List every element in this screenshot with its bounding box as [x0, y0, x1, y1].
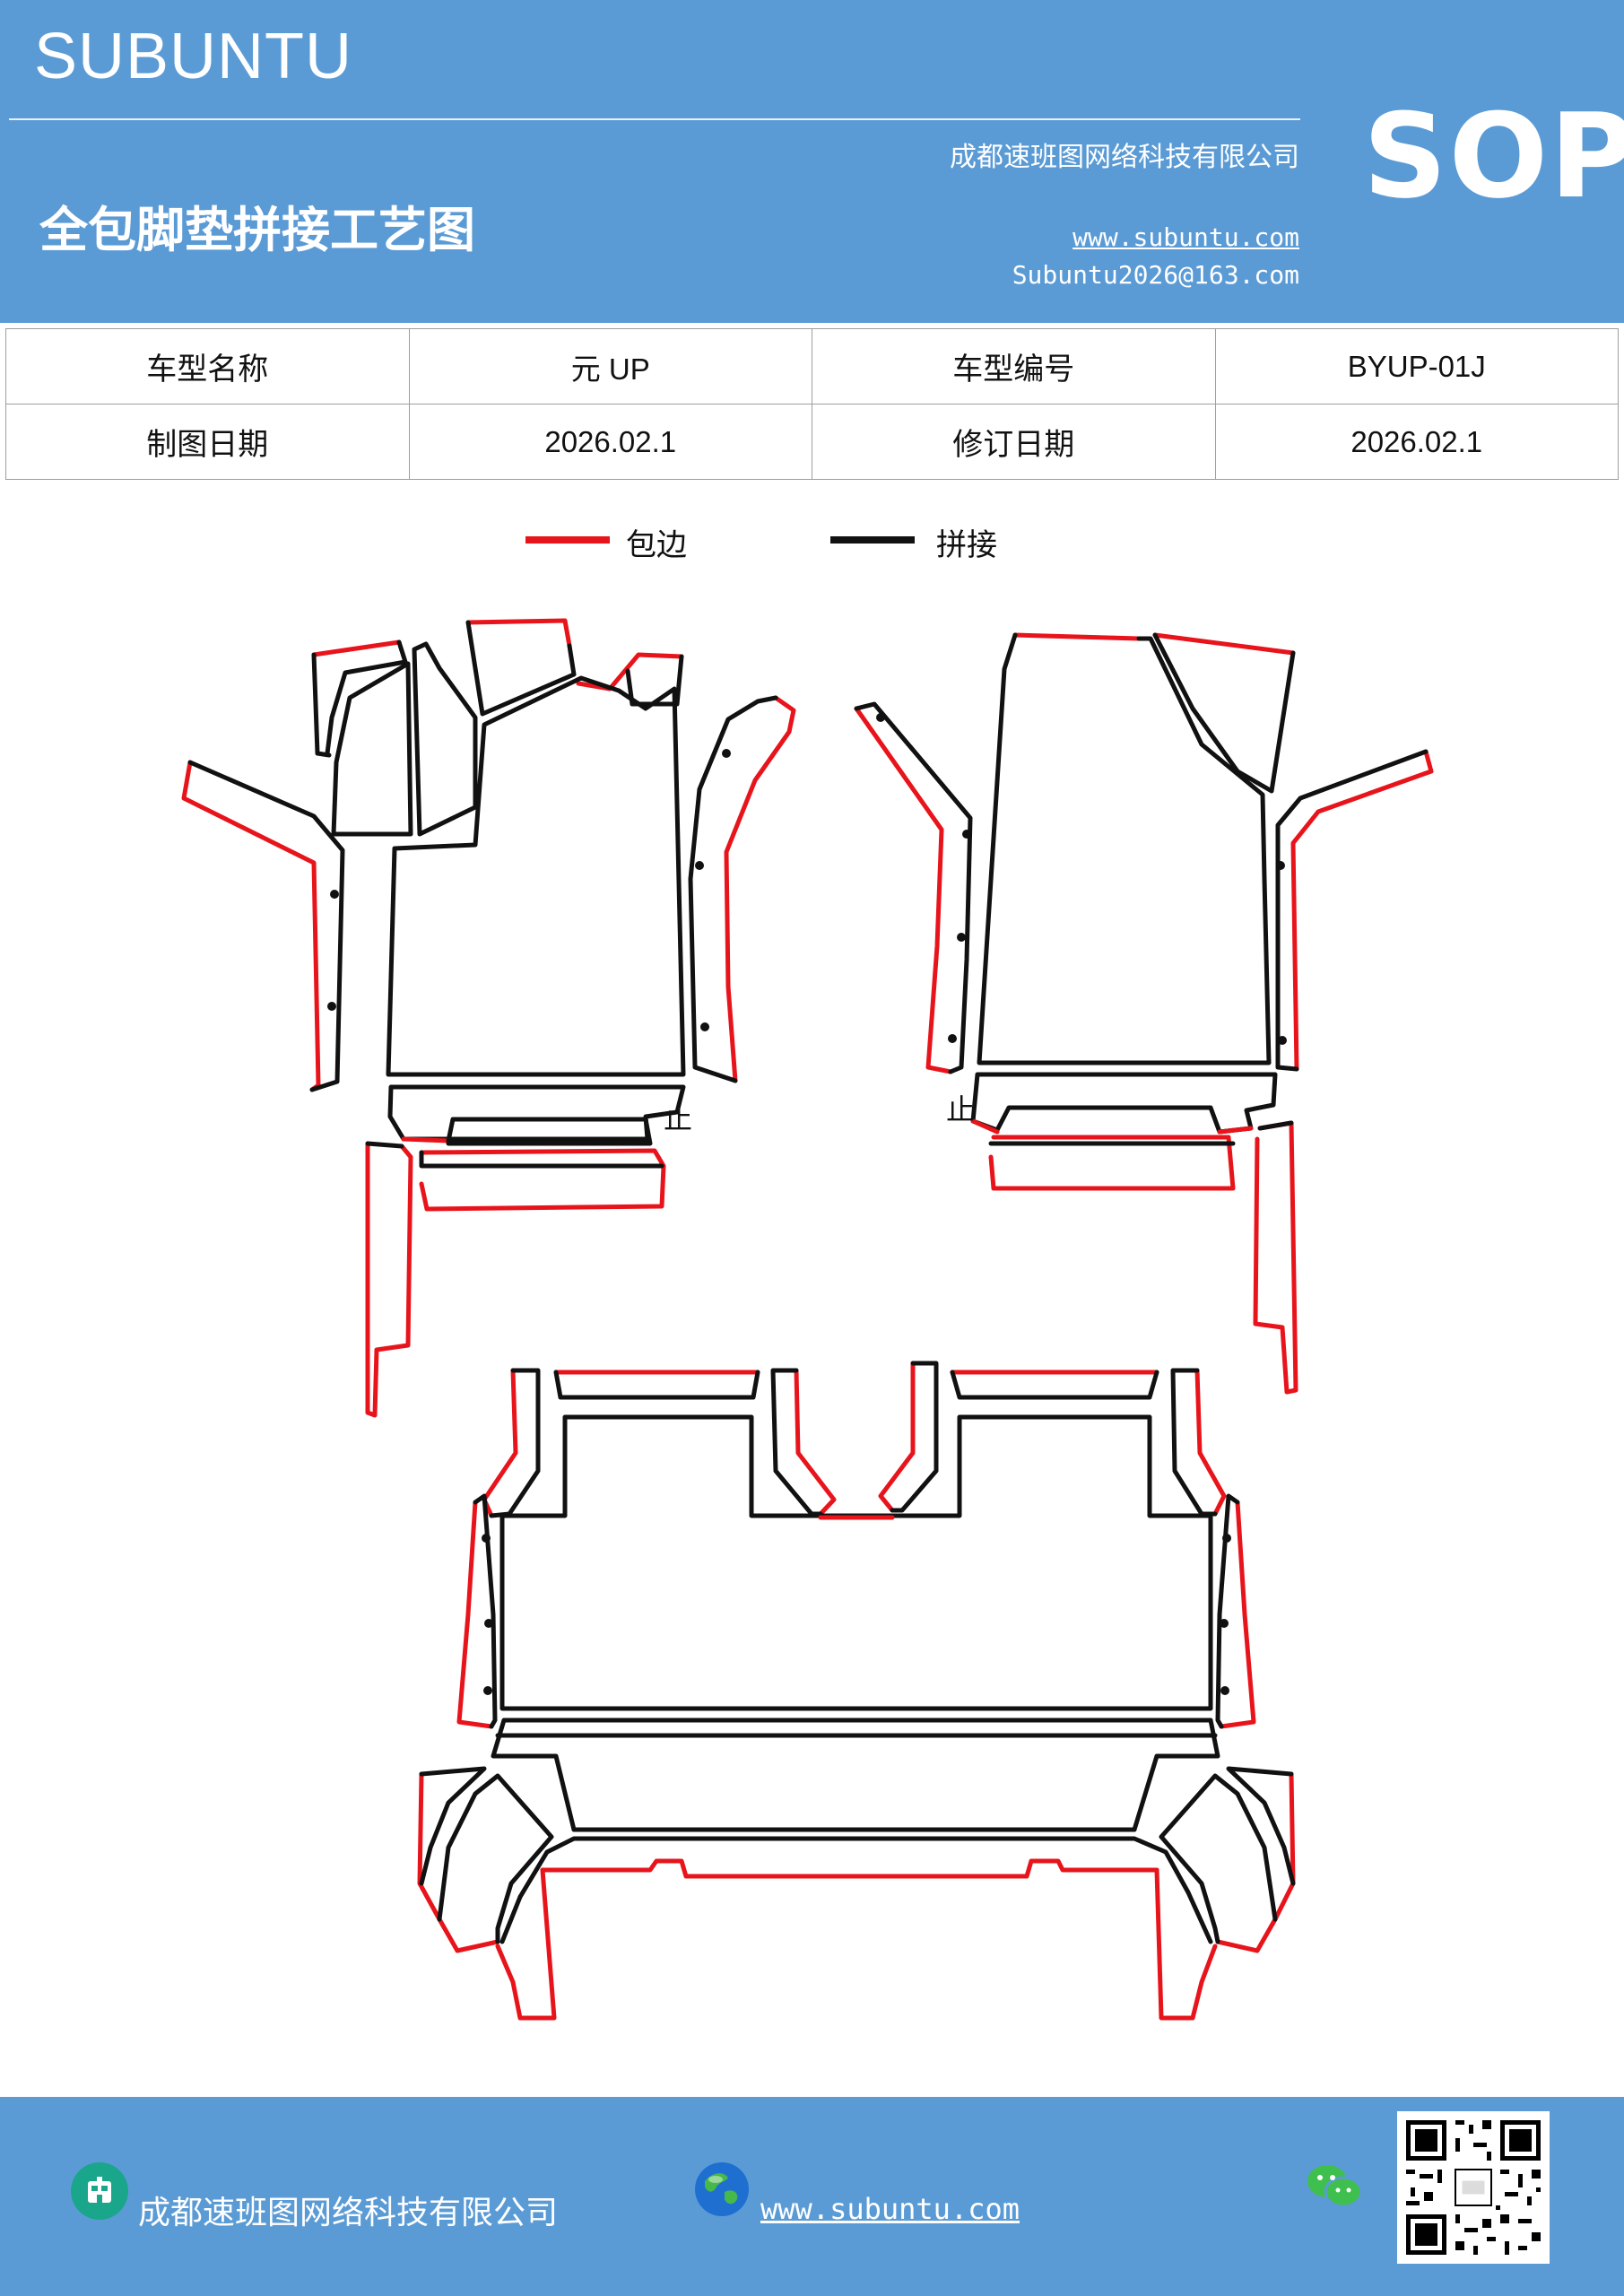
mat-piece: [365, 1141, 413, 1418]
brand-name: SUBUNTU: [34, 21, 353, 92]
table-cell: BYUP-01J: [1214, 328, 1619, 404]
stop-mark-left: 止: [664, 1101, 692, 1135]
mat-piece: [970, 1072, 1278, 1135]
mat-piece: [419, 1150, 664, 1169]
mat-piece: [950, 1370, 1159, 1400]
table-cell: 2026.02.1: [408, 404, 812, 480]
mat-piece: [878, 1361, 916, 1513]
mat-piece: [491, 1718, 1220, 1832]
mat-piece: [724, 695, 796, 1083]
mat-piece: [311, 639, 408, 758]
front-left-mats: 止: [181, 618, 796, 1418]
mat-piece: [465, 620, 577, 717]
legend-swatch-seam: [830, 536, 915, 544]
vehicle-info-table: 车型名称 元 UP 车型编号 BYUP-01J 制图日期 2026.02.1 修…: [5, 328, 1619, 480]
mat-piece: [540, 1858, 1159, 1879]
footer-company: 成都速班图网络科技有限公司: [138, 2195, 559, 2231]
mat-piece: [517, 1836, 1191, 1900]
mat-piece: [553, 1370, 760, 1400]
mat-piece: [1170, 1368, 1218, 1517]
wechat-icon: [1307, 2165, 1363, 2208]
email-address: Subuntu2026@163.com: [1012, 260, 1299, 290]
mat-piece: [473, 1493, 498, 1729]
mat-piece: [1012, 632, 1142, 641]
mat-piece: [1152, 632, 1296, 656]
table-cell: 修订日期: [812, 404, 1216, 480]
mat-piece: [401, 1136, 451, 1144]
mat-piece: [419, 1148, 666, 1212]
mat-piece: [1159, 1773, 1278, 1944]
mat-piece: [365, 1141, 404, 1149]
mat-piece: [854, 701, 973, 1074]
table-row: 制图日期 2026.02.1 修订日期 2026.02.1: [5, 404, 1619, 480]
mat-piece: [988, 1135, 1236, 1191]
mat-piece: [465, 618, 572, 648]
mat-piece: [794, 1368, 837, 1517]
mat-piece: [412, 641, 478, 837]
mat-piece: [311, 639, 402, 657]
mat-piece: [386, 675, 686, 1077]
mat-piece: [419, 1766, 487, 1886]
legend-label-edge: 包边: [626, 527, 687, 563]
table-cell: 元 UP: [408, 328, 812, 404]
rear-mats: [417, 1361, 1296, 2021]
mat-piece: [499, 1414, 1213, 1711]
globe-icon: [695, 2162, 749, 2216]
mat-piece: [1275, 749, 1429, 1072]
mat-piece: [1219, 1500, 1256, 1729]
mat-piece: [1185, 1890, 1213, 1944]
mat-piece: [187, 760, 345, 1092]
mat-piece: [1257, 1120, 1294, 1131]
qr-code: [1397, 2111, 1550, 2264]
website-link[interactable]: www.subuntu.com: [1073, 222, 1299, 252]
mat-piece: [446, 1117, 653, 1146]
table-cell: 制图日期: [5, 404, 410, 480]
mat-piece: [437, 1773, 554, 1944]
mat-piece: [495, 1867, 557, 2021]
mat-piece: [854, 706, 953, 1074]
header-banner: SUBUNTU 全包脚垫拼接工艺图 成都速班图网络科技有限公司 www.subu…: [0, 0, 1624, 323]
mat-piece: [331, 661, 413, 837]
mat-piece: [1215, 1771, 1296, 1953]
mat-piece: [1154, 1867, 1218, 2021]
mat-piece: [1226, 1766, 1296, 1886]
building-icon: [71, 2162, 128, 2220]
mat-piece: [1215, 1493, 1240, 1729]
mat-piece: [1253, 1120, 1298, 1395]
legend-label-seam: 拼接: [936, 527, 997, 563]
page-title: 全包脚垫拼接工艺图: [39, 201, 475, 258]
mat-piece: [456, 1500, 494, 1729]
mat-piece: [482, 1368, 518, 1518]
mat-piece: [387, 1084, 686, 1142]
mat-piece: [970, 1118, 1254, 1135]
table-cell: 2026.02.1: [1214, 404, 1619, 480]
legend: 包边 拼接: [0, 520, 1624, 574]
mat-piece: [890, 1361, 939, 1513]
table-cell: 车型名称: [5, 328, 410, 404]
table-cell: 车型编号: [812, 328, 1216, 404]
sop-badge: SOP: [1363, 88, 1624, 224]
company-name: 成都速班图网络科技有限公司: [950, 142, 1299, 173]
footer-banner: 成都速班图网络科技有限公司 www.subuntu.com: [0, 2097, 1624, 2296]
mat-piece: [499, 1894, 523, 1944]
mat-piece: [1290, 749, 1434, 1072]
mat-piece: [1194, 1368, 1227, 1517]
mat-piece: [417, 1771, 500, 1953]
front-right-mats: 止: [854, 632, 1434, 1395]
footer-website-link[interactable]: www.subuntu.com: [760, 2192, 1020, 2226]
header-divider: [9, 118, 1300, 120]
mat-layout-drawing: 止 止: [181, 618, 1434, 2021]
mat-piece: [977, 632, 1272, 1065]
mat-piece: [688, 695, 778, 1083]
mat-piece: [576, 652, 684, 691]
mat-piece: [1152, 632, 1296, 794]
table-row: 车型名称 元 UP 车型编号 BYUP-01J: [5, 328, 1619, 404]
legend-swatch-edge: [525, 536, 610, 544]
stop-mark-right: 止: [946, 1092, 975, 1126]
